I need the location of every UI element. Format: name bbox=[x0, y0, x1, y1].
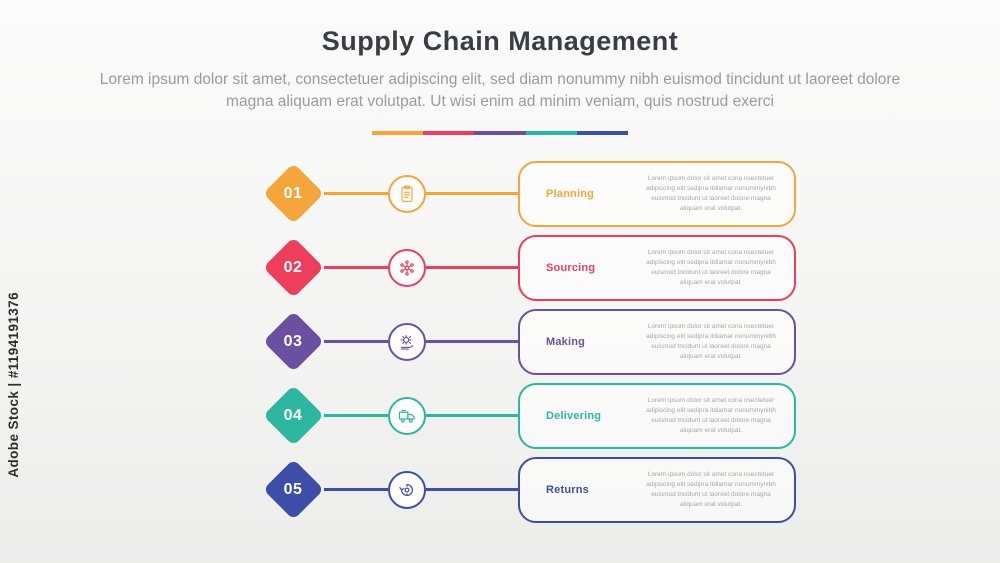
page-title: Supply Chain Management bbox=[321, 26, 679, 56]
connector-line bbox=[324, 488, 388, 492]
step-number-diamond: 01 bbox=[262, 163, 324, 225]
step-icon-circle bbox=[388, 470, 426, 509]
divider-segment bbox=[423, 130, 475, 135]
step-number: 01 bbox=[283, 184, 303, 202]
step-icon-circle bbox=[388, 248, 426, 287]
step-description: Lorem ipsum dolor sit amet cona nsectetu… bbox=[646, 397, 776, 434]
step-box: Making Lorem ipsum dolor sit amet cona n… bbox=[518, 308, 796, 375]
step-label: Making bbox=[546, 335, 586, 348]
step-row-sourcing: 02 Sourcing Lorem ipsum dolor sit amet c… bbox=[262, 234, 1000, 301]
step-label: Sourcing bbox=[546, 261, 596, 274]
connector-line bbox=[324, 266, 388, 270]
step-description: Lorem ipsum dolor sit amet cona nsectetu… bbox=[646, 471, 776, 508]
step-number: 03 bbox=[283, 332, 303, 350]
step-description: Lorem ipsum dolor sit amet cona nsectetu… bbox=[646, 175, 776, 212]
connector-line bbox=[426, 414, 518, 418]
step-row-returns: 05 Returns Lorem ipsum dolor sit amet co… bbox=[262, 456, 1000, 523]
step-box: Returns Lorem ipsum dolor sit amet cona … bbox=[518, 456, 796, 523]
connector-line bbox=[426, 192, 518, 196]
step-number: 05 bbox=[283, 480, 303, 498]
step-description: Lorem ipsum dolor sit amet cona nsectetu… bbox=[646, 323, 776, 360]
step-number-diamond: 05 bbox=[262, 459, 324, 521]
step-number: 04 bbox=[283, 406, 303, 424]
connector-line bbox=[324, 192, 388, 196]
step-row-planning: 01 Planning Lorem ipsum dolor sit amet c… bbox=[262, 160, 1000, 227]
page-subtitle: Lorem ipsum dolor sit amet, consectetuer… bbox=[99, 71, 901, 111]
connector-line bbox=[426, 488, 518, 492]
color-divider bbox=[372, 130, 629, 135]
step-box: Sourcing Lorem ipsum dolor sit amet cona… bbox=[518, 234, 796, 301]
step-row-making: 03 Making Lorem ipsum dolor sit amet con… bbox=[262, 308, 1000, 375]
step-icon-circle bbox=[388, 322, 426, 361]
step-box: Planning Lorem ipsum dolor sit amet cona… bbox=[518, 160, 796, 227]
connector-line bbox=[426, 266, 518, 270]
clipboard-icon bbox=[401, 185, 413, 203]
divider-segment bbox=[525, 130, 577, 135]
steps-list: 01 Planning Lorem ipsum dolor sit amet c… bbox=[262, 160, 1000, 523]
step-description: Lorem ipsum dolor sit amet cona nsectetu… bbox=[646, 249, 776, 286]
step-number-diamond: 04 bbox=[262, 385, 324, 447]
divider-segment bbox=[576, 130, 629, 135]
step-box: Delivering Lorem ipsum dolor sit amet co… bbox=[518, 382, 796, 449]
step-row-delivering: 04 Delivering Lorem ipsum dolor sit amet… bbox=[262, 382, 1000, 449]
gear-hand-icon bbox=[400, 335, 414, 350]
header: Supply Chain Management Lorem ipsum dolo… bbox=[0, 0, 1000, 135]
connector-line bbox=[324, 414, 388, 418]
watermark-text: Adobe Stock | #1194191376 bbox=[6, 292, 21, 478]
step-number: 02 bbox=[283, 258, 303, 276]
step-label: Returns bbox=[546, 483, 589, 496]
network-icon bbox=[400, 260, 414, 276]
divider-segment bbox=[474, 130, 526, 135]
connector-line bbox=[324, 340, 388, 344]
step-number-diamond: 03 bbox=[262, 311, 324, 373]
step-icon-circle bbox=[388, 174, 426, 213]
step-icon-circle bbox=[388, 396, 426, 435]
step-label: Planning bbox=[546, 187, 595, 200]
step-number-diamond: 02 bbox=[262, 237, 324, 299]
gear-refresh-icon bbox=[399, 483, 413, 496]
divider-segment bbox=[372, 130, 424, 135]
step-label: Delivering bbox=[546, 409, 602, 422]
connector-line bbox=[426, 340, 518, 344]
truck-icon bbox=[398, 409, 415, 423]
